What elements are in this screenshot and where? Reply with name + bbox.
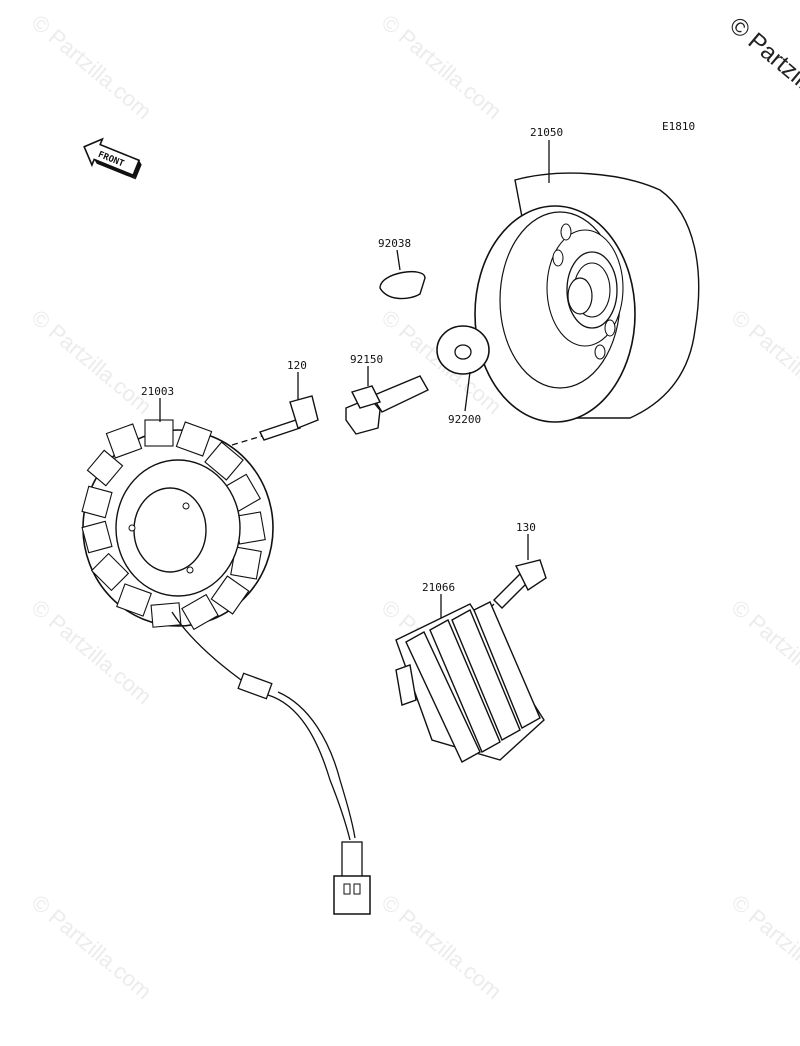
watermark: © Partzilla.com xyxy=(727,595,800,709)
part-130-screw[interactable] xyxy=(493,559,547,609)
figure-code: E1810 xyxy=(662,120,695,133)
front-arrow-icon: FRONT xyxy=(83,137,142,180)
part-label-92200: 92200 xyxy=(448,413,481,426)
watermark: © Partzilla.com xyxy=(727,890,800,1004)
leader-lines xyxy=(159,140,550,618)
part-label-130: 130 xyxy=(516,521,536,534)
part-label-120: 120 xyxy=(287,359,307,372)
watermark: © Partzilla.com xyxy=(27,305,157,419)
part-labels: 21050 92038 92150 92200 120 21003 130 21… xyxy=(141,126,563,594)
watermark: © Partzilla.com xyxy=(377,890,507,1004)
part-label-92150: 92150 xyxy=(350,353,383,366)
part-92038-key[interactable] xyxy=(379,271,426,300)
part-92200-washer[interactable] xyxy=(436,325,490,375)
part-120-screw[interactable] xyxy=(259,395,319,441)
watermark: © Partzilla.com xyxy=(27,890,157,1004)
part-label-21066: 21066 xyxy=(422,581,455,594)
watermark: © Partzilla.com xyxy=(727,305,800,419)
stator-harness xyxy=(171,611,371,915)
part-label-21003: 21003 xyxy=(141,385,174,398)
assembly-line xyxy=(231,435,263,446)
part-21003-stator[interactable] xyxy=(81,419,274,631)
part-92150-bolt[interactable] xyxy=(345,375,429,435)
part-label-21050: 21050 xyxy=(530,126,563,139)
part-label-92038: 92038 xyxy=(378,237,411,250)
copyright-text: © Partzilla xyxy=(724,12,800,104)
watermark: © Partzilla.com xyxy=(27,10,157,124)
part-21050-flywheel[interactable] xyxy=(474,172,700,423)
watermark: © Partzilla.com xyxy=(377,10,507,124)
part-21066-regulator[interactable] xyxy=(395,601,545,763)
